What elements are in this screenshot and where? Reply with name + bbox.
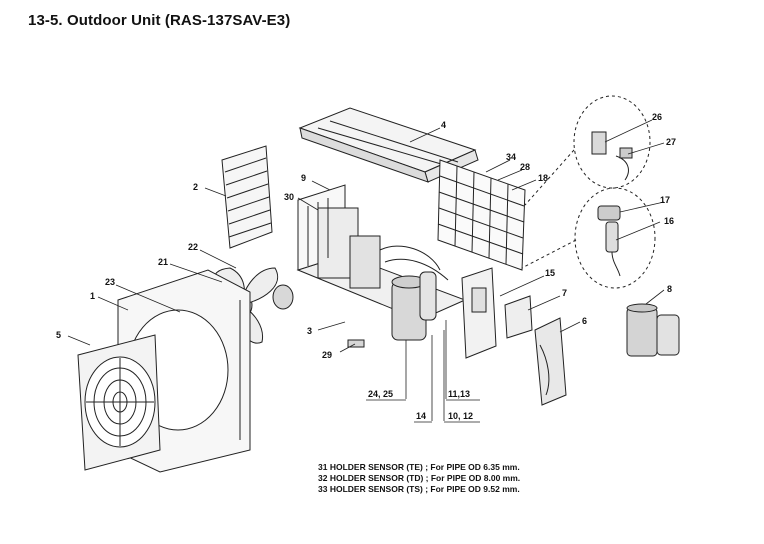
callout-24-25: 24, 25 — [368, 389, 393, 399]
callout-2: 2 — [193, 182, 198, 192]
callout-34: 34 — [506, 152, 516, 162]
note-line: 31 HOLDER SENSOR (TE) ; For PIPE OD 6.35… — [318, 462, 520, 472]
callout-7: 7 — [562, 288, 567, 298]
callout-15: 15 — [545, 268, 555, 278]
side-grille-part — [221, 145, 273, 249]
page-title: 13-5. Outdoor Unit (RAS-137SAV-E3) — [28, 12, 291, 29]
note-line: 32 HOLDER SENSOR (TD) ; For PIPE OD 8.00… — [318, 473, 521, 483]
callout-30: 30 — [284, 192, 294, 202]
capacitor-part — [626, 303, 680, 357]
detail-circles — [521, 95, 656, 289]
callout-brackets — [366, 399, 480, 423]
callout-10-12: 10, 12 — [448, 411, 473, 421]
callout-5: 5 — [56, 330, 61, 340]
callout-1: 1 — [90, 291, 95, 301]
valve-detail-26-27 — [591, 131, 633, 181]
right-panel-part — [461, 267, 497, 359]
callout-18: 18 — [538, 173, 548, 183]
callout-28: 28 — [520, 162, 530, 172]
cover-part — [534, 317, 567, 406]
sensor-notes: 31 HOLDER SENSOR (TE) ; For PIPE OD 6.35… — [318, 462, 520, 495]
callout-11-13: 11,13 — [448, 389, 470, 399]
callout-17: 17 — [660, 195, 670, 205]
compressor-part — [379, 245, 449, 341]
fan-guard-part — [77, 334, 161, 471]
callout-22: 22 — [188, 242, 198, 252]
leader-lines — [67, 119, 665, 421]
callout-16: 16 — [664, 216, 674, 226]
valve-cover-part — [504, 295, 533, 339]
callout-21: 21 — [158, 257, 168, 267]
callout-9: 9 — [301, 173, 306, 183]
rear-grille-part — [437, 159, 526, 271]
callout-27: 27 — [666, 137, 676, 147]
callout-8: 8 — [667, 284, 672, 294]
callout-14: 14 — [416, 411, 426, 421]
callout-4: 4 — [441, 120, 446, 130]
note-line: 33 HOLDER SENSOR (TS) ; For PIPE OD 9.52… — [318, 484, 520, 494]
callout-23: 23 — [105, 277, 115, 287]
part-29 — [347, 339, 365, 348]
callout-26: 26 — [652, 112, 662, 122]
top-panel-part — [298, 107, 479, 183]
valve-detail-16-17 — [597, 205, 621, 277]
callout-3: 3 — [307, 326, 312, 336]
callout-6: 6 — [582, 316, 587, 326]
callout-29: 29 — [322, 350, 332, 360]
